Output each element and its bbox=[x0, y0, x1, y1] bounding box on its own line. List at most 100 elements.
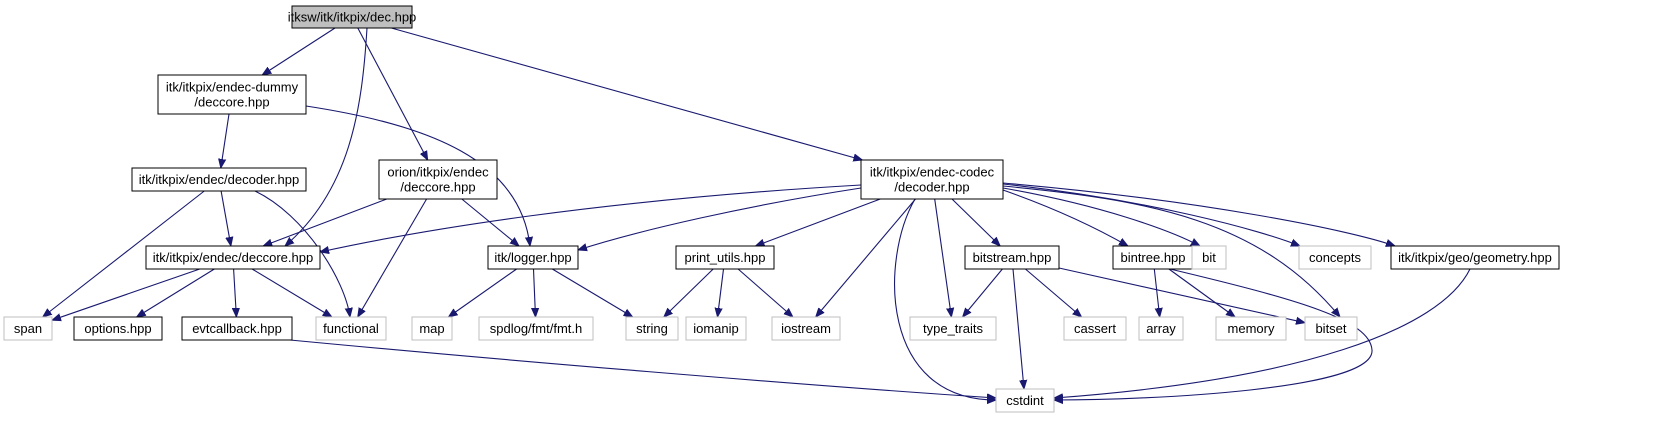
node-box bbox=[315, 316, 387, 341]
edge-orion-to-deccore bbox=[263, 198, 387, 246]
edge-codec-to-logger bbox=[578, 187, 862, 250]
edge-line bbox=[552, 268, 632, 317]
node-dec[interactable]: itksw/itk/itkpix/dec.hpp bbox=[288, 5, 417, 29]
node-label: bintree.hpp bbox=[1120, 250, 1185, 265]
edge-decoder-to-span bbox=[43, 190, 205, 317]
node-label: print_utils.hpp bbox=[685, 250, 766, 265]
node-label: type_traits bbox=[923, 321, 983, 336]
edge-line bbox=[289, 339, 996, 398]
edge-line bbox=[251, 268, 332, 317]
edge-orion-to-logger bbox=[461, 198, 519, 246]
node-box bbox=[1215, 316, 1287, 341]
edge-orion-to-functional bbox=[358, 198, 428, 317]
edge-bintree-to-array bbox=[1153, 268, 1159, 317]
node-box bbox=[478, 316, 594, 341]
node-bintree[interactable]: bintree.hpp bbox=[1112, 245, 1194, 270]
node-decoder[interactable]: itk/itkpix/endec/decoder.hpp bbox=[131, 167, 307, 192]
edge-deccore-to-span bbox=[52, 268, 200, 320]
node-type_traits: type_traits bbox=[909, 316, 997, 341]
node-box bbox=[1390, 245, 1560, 270]
node-string: string bbox=[625, 316, 679, 341]
node-label: cassert bbox=[1074, 321, 1116, 336]
edge-print-to-string bbox=[664, 268, 714, 317]
edge-bitstream-to-type_traits bbox=[963, 268, 1003, 317]
node-box bbox=[1063, 316, 1127, 341]
node-label: array bbox=[1146, 321, 1176, 336]
node-iostream: iostream bbox=[771, 316, 841, 341]
edge-dec-to-codec bbox=[391, 27, 862, 160]
node-bitstream[interactable]: bitstream.hpp bbox=[964, 245, 1060, 270]
edge-codec-to-type_traits bbox=[934, 198, 952, 317]
node-orion[interactable]: orion/itkpix/endec/deccore.hpp bbox=[378, 159, 498, 200]
node-spdlog: spdlog/fmt/fmt.h bbox=[478, 316, 594, 341]
edge-line bbox=[578, 187, 862, 250]
edge-line bbox=[737, 268, 793, 317]
edge-evtcb-to-cstdint bbox=[289, 339, 996, 398]
node-box bbox=[1298, 245, 1372, 270]
node-evtcb[interactable]: evtcallback.hpp bbox=[181, 316, 293, 341]
edge-line bbox=[234, 268, 237, 317]
node-geometry[interactable]: itk/itkpix/geo/geometry.hpp bbox=[1390, 245, 1560, 270]
edge-line bbox=[963, 268, 1003, 317]
edge-codec-to-bit bbox=[1002, 187, 1200, 246]
node-dummy[interactable]: itk/itkpix/endec-dummy/deccore.hpp bbox=[157, 74, 307, 115]
node-concepts: concepts bbox=[1298, 245, 1372, 270]
edge-logger-to-map bbox=[448, 268, 517, 317]
node-bit: bit bbox=[1191, 245, 1227, 270]
node-label: itk/itkpix/endec-codec bbox=[870, 165, 995, 180]
node-box bbox=[487, 245, 579, 270]
edge-line bbox=[664, 268, 714, 317]
node-layer: itksw/itk/itkpix/dec.hpp itk/itkpix/endec… bbox=[3, 5, 1560, 413]
edge-bitstream-to-bitset bbox=[1058, 267, 1305, 323]
edge-dec-to-deccore bbox=[285, 27, 368, 246]
node-label: iomanip bbox=[693, 321, 739, 336]
node-print[interactable]: print_utils.hpp bbox=[675, 245, 775, 270]
node-box bbox=[1138, 316, 1184, 341]
node-iomanip: iomanip bbox=[685, 316, 747, 341]
node-label: bitstream.hpp bbox=[973, 250, 1052, 265]
node-codec[interactable]: itk/itkpix/endec-codec/decoder.hpp bbox=[860, 159, 1004, 200]
edge-codec-to-deccore bbox=[320, 184, 862, 252]
edge-line bbox=[718, 268, 725, 317]
edge-line bbox=[52, 268, 200, 320]
edge-logger-to-string bbox=[552, 268, 632, 317]
node-label: bit bbox=[1202, 250, 1216, 265]
edge-line bbox=[1002, 185, 1340, 317]
node-label: span bbox=[14, 321, 42, 336]
node-box bbox=[157, 74, 307, 115]
edge-line bbox=[221, 113, 230, 168]
edge-bintree-to-memory bbox=[1168, 268, 1235, 317]
edge-bitstream-to-cstdint bbox=[1012, 268, 1024, 389]
edge-dec-to-dummy bbox=[262, 27, 336, 75]
node-box bbox=[909, 316, 997, 341]
edge-deccore-to-evtcb bbox=[234, 268, 237, 317]
edge-line bbox=[448, 268, 517, 317]
edge-codec-to-cstdint bbox=[894, 198, 996, 400]
edge-line bbox=[1002, 182, 1395, 246]
node-label: options.hpp bbox=[84, 321, 151, 336]
edge-line bbox=[894, 198, 996, 400]
edge-line bbox=[534, 268, 536, 317]
node-functional: functional bbox=[315, 316, 387, 341]
edge-line bbox=[1002, 187, 1200, 246]
node-deccore[interactable]: itk/itkpix/endec/deccore.hpp bbox=[145, 245, 321, 270]
node-label: /deccore.hpp bbox=[194, 95, 269, 110]
edge-dummy-to-decoder bbox=[221, 113, 230, 168]
node-logger[interactable]: itk/logger.hpp bbox=[487, 245, 579, 270]
edge-logger-to-spdlog bbox=[534, 268, 536, 317]
node-options[interactable]: options.hpp bbox=[73, 316, 163, 341]
edge-codec-to-concepts bbox=[1002, 183, 1300, 247]
edge-geometry-to-cstdint bbox=[1054, 268, 1471, 398]
edge-bintree-to-cstdint bbox=[1054, 268, 1373, 400]
node-cassert: cassert bbox=[1063, 316, 1127, 341]
node-label: concepts bbox=[1309, 250, 1362, 265]
edge-layer bbox=[43, 27, 1471, 400]
node-cstdint: cstdint bbox=[995, 388, 1055, 413]
edge-line bbox=[1058, 267, 1305, 323]
edge-line bbox=[461, 198, 519, 246]
node-label: itk/itkpix/geo/geometry.hpp bbox=[1398, 250, 1552, 265]
edge-decoder-to-deccore bbox=[220, 190, 231, 246]
node-box bbox=[131, 167, 307, 192]
edge-codec-to-iostream bbox=[816, 198, 916, 317]
